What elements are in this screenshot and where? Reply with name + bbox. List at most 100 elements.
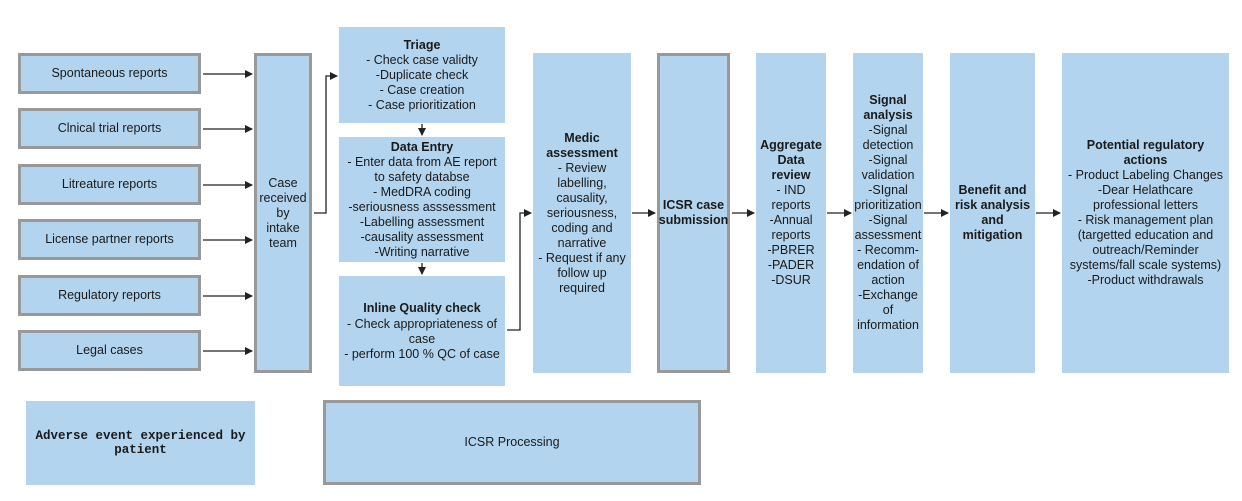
- signal-line: -Signal: [868, 153, 908, 167]
- medic-line: - Review: [557, 160, 607, 175]
- triage-line: -Duplicate check: [375, 67, 469, 82]
- icsr-submission-title: submission: [658, 213, 729, 227]
- data-entry-line: -causality assessment: [360, 229, 484, 244]
- signal-line: -Signal: [868, 123, 908, 137]
- data-entry-line: - Enter data from AE report: [347, 154, 497, 169]
- regulatory-line: -Dear Helathcare: [1097, 183, 1194, 197]
- signal-line: -Exchange: [858, 288, 918, 302]
- aggregate-title: review: [771, 168, 811, 182]
- intake-line: intake: [266, 220, 300, 235]
- aggregate-line: -DSUR: [771, 273, 811, 287]
- triage-line: - Case prioritization: [368, 97, 476, 112]
- legend-icsr-processing-label: ICSR Processing: [464, 435, 560, 449]
- regulatory-title: actions: [1123, 153, 1168, 167]
- benefit-title: and: [981, 213, 1004, 227]
- regulatory-line: - Risk management plan: [1077, 213, 1214, 227]
- benefit-title: mitigation: [962, 228, 1023, 242]
- benefit-title: Benefit and: [958, 183, 1027, 197]
- medic-assessment-box: Medic assessment - Review labelling, cau…: [533, 53, 631, 373]
- regulatory-line: -Product withdrawals: [1087, 273, 1204, 287]
- intake-line: team: [269, 235, 297, 250]
- arrow-intake-to-triage: [314, 72, 338, 214]
- data-entry-line: -seriousness asssessment: [348, 199, 496, 214]
- data-entry-line: - MedDRA coding: [373, 184, 471, 199]
- signal-title: analysis: [863, 108, 913, 122]
- signal-line: assessment: [854, 228, 922, 242]
- signal-line: detection: [862, 138, 914, 152]
- signal-line: -SIgnal: [868, 183, 908, 197]
- benefit-title: risk analysis: [954, 198, 1031, 212]
- data-entry-box: Data Entry - Enter data from AE report t…: [339, 137, 505, 262]
- source-label: Litreature reports: [61, 177, 158, 191]
- signal-line: endation of: [857, 258, 919, 272]
- medic-line: coding and: [551, 220, 613, 235]
- signal-title: Signal: [869, 93, 907, 107]
- medic-line: seriousness,: [546, 205, 618, 220]
- source-label: Spontaneous reports: [51, 66, 168, 80]
- intake-box: Case received by intake team: [254, 53, 312, 373]
- legend-icsr-processing-box: ICSR Processing: [323, 400, 701, 485]
- intake-line: received: [259, 190, 307, 205]
- source-label: Legal cases: [76, 343, 143, 357]
- aggregate-line: -PBRER: [767, 243, 815, 257]
- quality-check-title: Inline Quality check: [363, 300, 481, 315]
- aggregate-line: -PADER: [767, 258, 815, 272]
- triage-line: - Check case validty: [366, 52, 478, 67]
- signal-analysis-box: Signal analysis -Signal detection -Signa…: [853, 53, 923, 373]
- source-box-spontaneous: Spontaneous reports: [18, 53, 201, 94]
- source-box-regulatory: Regulatory reports: [18, 275, 201, 316]
- aggregate-line: - IND: [776, 183, 806, 197]
- arrow-quality-to-medic: [507, 209, 532, 331]
- signal-line: action: [871, 273, 905, 287]
- regulatory-line: - Product Labeling Changes: [1068, 168, 1223, 182]
- regulatory-line: (targetted education and: [1077, 228, 1214, 242]
- source-label: License partner reports: [45, 232, 174, 246]
- data-entry-line: -Labelling assessment: [359, 214, 485, 229]
- aggregate-line: -Annual: [769, 213, 813, 227]
- regulatory-line: outreach/Reminder: [1092, 243, 1199, 257]
- benefit-risk-box: Benefit and risk analysis and mitigation: [950, 53, 1035, 373]
- data-entry-title: Data Entry: [390, 139, 454, 154]
- medic-title: assessment: [546, 145, 618, 160]
- regulatory-actions-box: Potential regulatory actions - Product L…: [1062, 53, 1229, 373]
- icsr-submission-title: ICSR case: [662, 198, 725, 212]
- quality-check-line: - perform 100 % QC of case: [344, 346, 500, 361]
- icsr-submission-box: ICSR case submission: [657, 53, 730, 373]
- intake-line: by: [276, 205, 290, 220]
- source-label: Clnical trial reports: [57, 121, 162, 135]
- aggregate-line: reports: [771, 228, 811, 242]
- medic-line: narrative: [557, 235, 607, 250]
- medic-line: - Request if any: [538, 250, 626, 265]
- legend-adverse-event-box: Adverse event experienced by patient: [26, 401, 255, 485]
- signal-line: prioritization: [854, 198, 922, 212]
- medic-line: follow up: [557, 265, 607, 280]
- regulatory-line: professional letters: [1093, 198, 1198, 212]
- source-box-license-partner: License partner reports: [18, 219, 201, 260]
- quality-check-line: case: [408, 331, 436, 346]
- legend-adverse-event-line: patient: [114, 443, 167, 457]
- medic-line: required: [559, 280, 605, 295]
- signal-line: validation: [861, 168, 915, 182]
- source-label: Regulatory reports: [58, 288, 161, 302]
- legend-adverse-event-line: Adverse event experienced by: [35, 429, 246, 443]
- medic-line: labelling,: [557, 175, 607, 190]
- medic-line: causality,: [556, 190, 608, 205]
- triage-line: - Case creation: [379, 82, 465, 97]
- signal-line: information: [857, 318, 919, 332]
- medic-title: Medic: [564, 130, 600, 145]
- regulatory-line: systems/fall scale systems): [1069, 258, 1222, 272]
- triage-box: Triage - Check case validty -Duplicate c…: [339, 27, 505, 123]
- source-box-legal: Legal cases: [18, 330, 201, 371]
- data-entry-line: to safety databse: [374, 169, 470, 184]
- aggregate-line: reports: [771, 198, 811, 212]
- source-box-literature: Litreature reports: [18, 164, 201, 205]
- quality-check-box: Inline Quality check - Check appropriate…: [339, 276, 505, 386]
- regulatory-title: Potential regulatory: [1086, 138, 1205, 152]
- triage-title: Triage: [403, 37, 441, 52]
- intake-line: Case: [268, 175, 298, 190]
- signal-line: -Signal: [868, 213, 908, 227]
- source-box-clinical-trial: Clnical trial reports: [18, 108, 201, 149]
- signal-line: - Recomm-: [857, 243, 919, 257]
- quality-check-line: - Check appropriateness of: [346, 316, 498, 331]
- data-entry-line: -Writing narrative: [374, 244, 470, 259]
